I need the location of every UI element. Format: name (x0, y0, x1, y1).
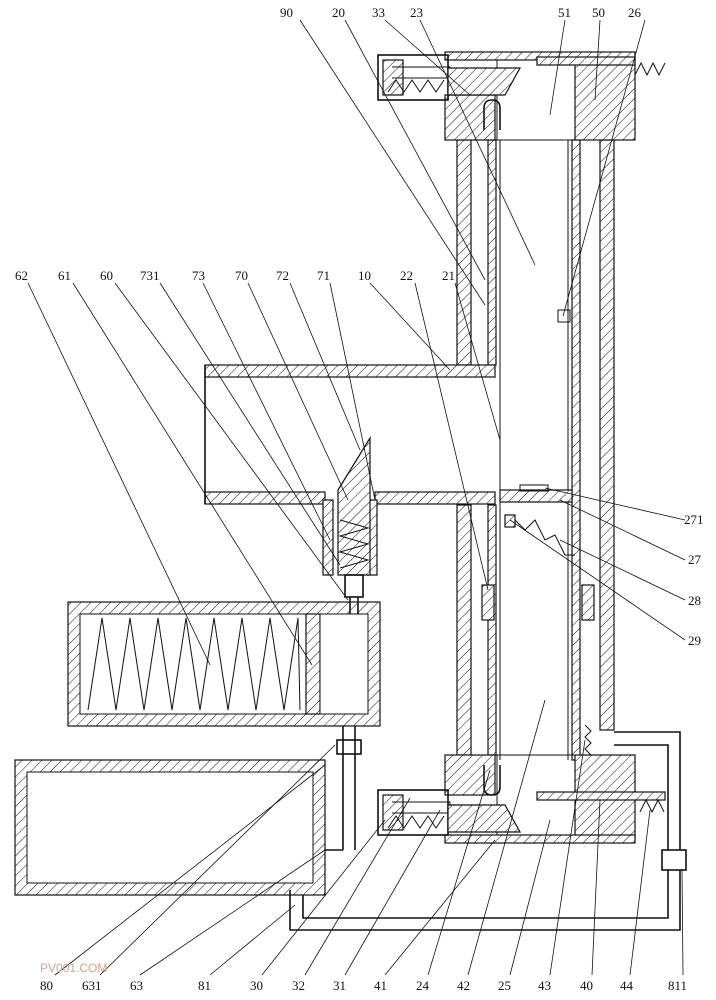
label-22: 22 (400, 268, 413, 283)
label-42: 42 (457, 978, 470, 993)
label-62: 62 (15, 268, 28, 283)
label-71: 71 (317, 268, 330, 283)
piping (289, 726, 687, 931)
label-30: 30 (250, 978, 263, 993)
tank (14, 759, 326, 896)
label-28: 28 (688, 593, 701, 608)
watermark: PV001.COM (40, 961, 107, 975)
top-cap (377, 51, 666, 141)
main-tube (456, 139, 615, 761)
label-731: 731 (140, 268, 160, 283)
label-51: 51 (558, 5, 571, 20)
label-24: 24 (416, 978, 430, 993)
label-23: 23 (410, 5, 423, 20)
label-10: 10 (358, 268, 371, 283)
labels-bottom: 80 631 63 81 30 32 31 41 24 42 25 43 40 … (40, 978, 687, 993)
labels-right: 271 27 28 29 (684, 512, 704, 648)
label-81: 81 (198, 978, 211, 993)
label-631: 631 (82, 978, 102, 993)
label-43: 43 (538, 978, 551, 993)
labels-left: 62 61 60 731 73 70 72 71 10 22 21 (15, 268, 455, 283)
label-26: 26 (628, 5, 642, 20)
label-31: 31 (333, 978, 346, 993)
label-60: 60 (100, 268, 113, 283)
label-50: 50 (592, 5, 605, 20)
label-90: 90 (280, 5, 293, 20)
label-271: 271 (684, 512, 704, 527)
bottom-cap (377, 724, 666, 844)
inlet-pipe (204, 364, 496, 598)
piston-divider (499, 484, 575, 556)
label-20: 20 (332, 5, 345, 20)
label-27: 27 (688, 552, 702, 567)
label-40: 40 (580, 978, 593, 993)
label-72: 72 (276, 268, 289, 283)
label-61: 61 (58, 268, 71, 283)
label-32: 32 (292, 978, 305, 993)
label-41: 41 (374, 978, 387, 993)
leader-lines (27, 19, 686, 976)
label-811: 811 (668, 978, 687, 993)
label-29: 29 (688, 633, 701, 648)
label-44: 44 (620, 978, 634, 993)
label-70: 70 (235, 268, 248, 283)
spring-box (67, 597, 381, 727)
labels-top: 90 20 33 23 51 50 26 (280, 5, 642, 20)
label-21: 21 (442, 268, 455, 283)
label-33: 33 (372, 5, 385, 20)
label-73: 73 (192, 268, 205, 283)
label-63: 63 (130, 978, 143, 993)
label-25: 25 (498, 978, 511, 993)
label-80: 80 (40, 978, 53, 993)
